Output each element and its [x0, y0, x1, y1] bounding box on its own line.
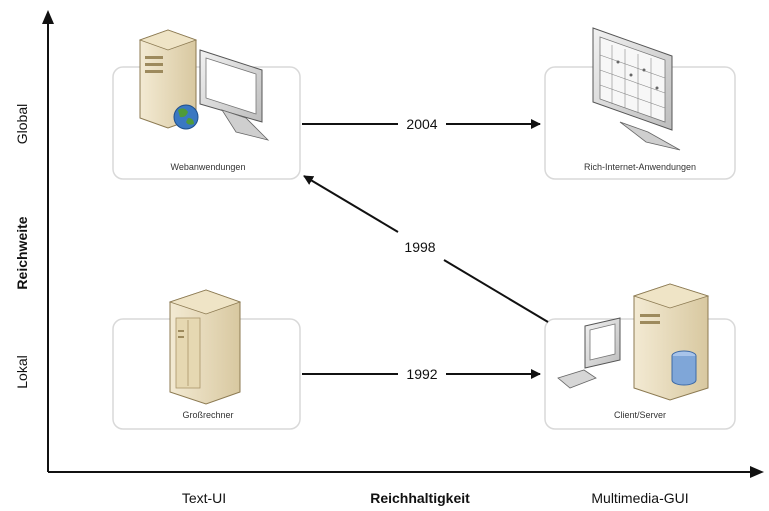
clientserver-label: Client/Server [614, 410, 666, 420]
arrow-2004-year: 2004 [406, 116, 437, 132]
arrow-1992: 1992 [302, 366, 541, 382]
arrow-2004: 2004 [302, 116, 541, 132]
web-label: Webanwendungen [171, 162, 246, 172]
client-server-icon [557, 283, 710, 401]
y-axis-high-label: Global [14, 104, 30, 144]
arrow-1998: 1998 [303, 175, 549, 323]
arrow-1998-year: 1998 [404, 239, 435, 255]
y-axis [42, 10, 54, 472]
rich-monitor-icon [592, 27, 681, 151]
x-axis-high-label: Multimedia-GUI [591, 490, 688, 506]
web-server-globe-icon [138, 29, 270, 141]
x-axis-low-label: Text-UI [182, 490, 226, 506]
mainframe-label: Großrechner [182, 410, 233, 420]
x-axis [48, 466, 764, 478]
mainframe-icon [168, 289, 242, 405]
y-axis-title: Reichweite [14, 216, 30, 289]
arrow-1992-year: 1992 [406, 366, 437, 382]
y-axis-low-label: Lokal [14, 355, 30, 388]
x-axis-title: Reichhaltigkeit [370, 490, 470, 506]
ria-label: Rich-Internet-Anwendungen [584, 162, 696, 172]
